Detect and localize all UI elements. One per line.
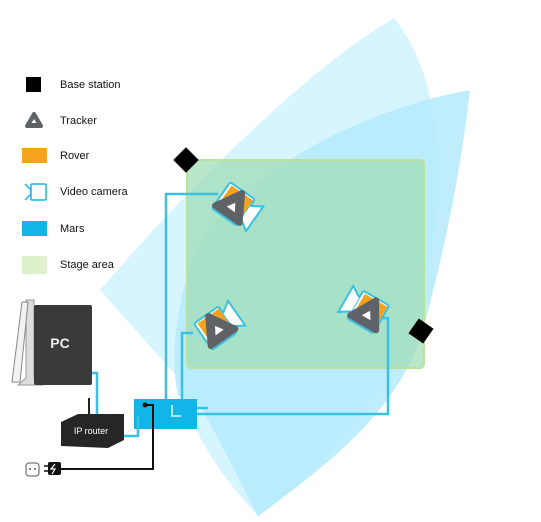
legend-stage-area-label: Stage area: [60, 259, 115, 271]
pc[interactable]: PC: [11, 299, 92, 386]
ip-router[interactable]: IP router: [61, 398, 124, 448]
pc-screen-edge-icon: [11, 301, 29, 383]
legend-mars-label: Mars: [60, 223, 85, 235]
video-camera-lens-icon: [222, 298, 248, 328]
video-camera-lens-icon: [336, 283, 361, 314]
legend-base-station-label: Base station: [60, 79, 121, 91]
router-mars-cable: [124, 416, 140, 438]
legend-video-camera-icon: [24, 183, 47, 201]
router-body: [61, 414, 124, 448]
legend: Base station Tracker Rover Video camera …: [22, 77, 129, 274]
legend-stage-area-icon: [22, 256, 47, 274]
legend-base-station-icon: [26, 77, 41, 92]
power-outlet: [25, 462, 61, 477]
legend-tracker-mark-icon: [31, 119, 37, 123]
bolt-icon: [49, 463, 57, 475]
legend-mars-icon: [22, 221, 47, 236]
video-camera-lens-icon: [240, 204, 266, 234]
outlet-icon: [25, 462, 40, 477]
camera-unit-1[interactable]: [211, 181, 266, 234]
tracker-icon: [212, 189, 246, 226]
pc-label: PC: [50, 335, 69, 351]
tracker-mark-icon: [226, 202, 236, 213]
pc-router-cable: [92, 371, 99, 424]
camera-unit-2[interactable]: [193, 298, 248, 351]
cable-camera-1: [164, 192, 218, 408]
tracker-icon: [205, 313, 239, 350]
legend-rover-icon: [22, 148, 47, 163]
power-cable-connector: [142, 402, 148, 408]
base-station-2[interactable]: [408, 318, 434, 344]
legend-tracker-label: Tracker: [60, 115, 97, 127]
legend-rover-label: Rover: [60, 150, 90, 162]
cable-camera-2: [180, 331, 193, 408]
legend-video-camera-label: Video camera: [60, 186, 129, 198]
camera-unit-3[interactable]: [336, 283, 390, 334]
router-label: IP router: [74, 426, 108, 436]
tracker-mark-icon: [361, 310, 371, 321]
tracker-mark-icon: [215, 325, 224, 336]
mars-port-icon: [171, 405, 181, 417]
pc-body: [34, 305, 92, 385]
power-cable: [60, 404, 154, 470]
